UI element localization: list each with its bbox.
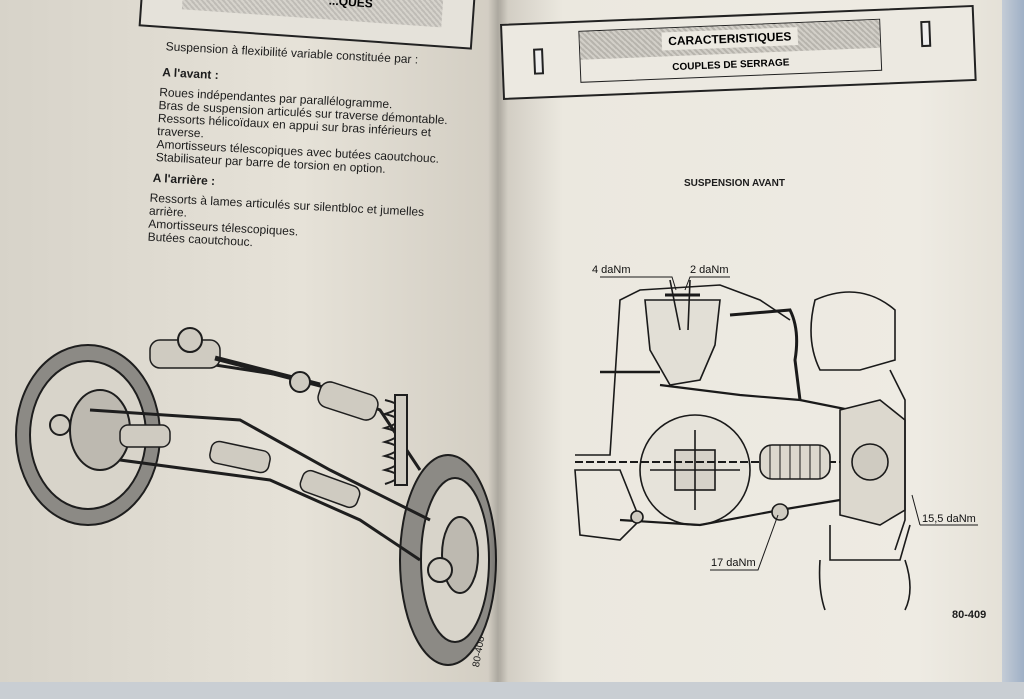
leader-2-danm — [684, 276, 730, 291]
steering-joint — [289, 371, 311, 393]
tire-top — [810, 291, 896, 371]
chassis-frame — [575, 284, 791, 456]
diagram-title: SUSPENSION AVANT — [684, 178, 785, 189]
crossmember-mount — [177, 327, 203, 353]
leader-4-danm — [600, 276, 677, 291]
cv-boot-ribs — [769, 445, 821, 479]
driveshaft-boot-mid — [209, 440, 271, 474]
brake-disc-hub — [427, 557, 453, 583]
torque-label-17: 17 daNm — [711, 557, 756, 569]
background-edge — [1002, 0, 1024, 682]
upper-control-arm — [659, 383, 851, 412]
leader-17-danm — [710, 514, 779, 571]
mount-axis — [650, 430, 740, 510]
lower-control-arm — [619, 498, 841, 527]
coil-spring — [381, 399, 399, 485]
lower-arm-bolt — [771, 503, 789, 521]
right-page-number: 80-409 — [952, 609, 987, 621]
hub-nut — [49, 414, 71, 436]
chassis-lower — [574, 469, 641, 541]
torque-label-4: 4 daNm — [592, 264, 631, 276]
torque-label-15-5: 15,5 daNm — [922, 513, 976, 525]
shock-absorber — [394, 394, 408, 486]
leader-15-danm — [911, 494, 978, 526]
cv-boot — [759, 444, 831, 480]
torque-label-2: 2 daNm — [690, 264, 729, 276]
drive-shaft — [89, 408, 431, 522]
brake-hose — [729, 308, 802, 401]
rim-outer — [889, 369, 906, 551]
axle-illustration — [15, 327, 497, 666]
lower-arm — [119, 458, 421, 562]
shock-rod — [669, 279, 691, 331]
book-gutter — [488, 0, 508, 682]
steering-boot-right — [317, 381, 379, 421]
hub-bearing — [851, 443, 889, 481]
driveshaft-boot-left — [119, 424, 171, 448]
driveshaft-boot-right — [299, 469, 361, 509]
right-page — [500, 0, 1024, 682]
shock-tower — [644, 299, 721, 386]
frame-bolt-head — [630, 510, 644, 524]
rim-lower — [829, 524, 911, 561]
suspension-diagram: 4 daNm 2 daNm 15,5 daNm 17 daNm — [574, 264, 978, 611]
tire-bottom — [818, 559, 911, 611]
